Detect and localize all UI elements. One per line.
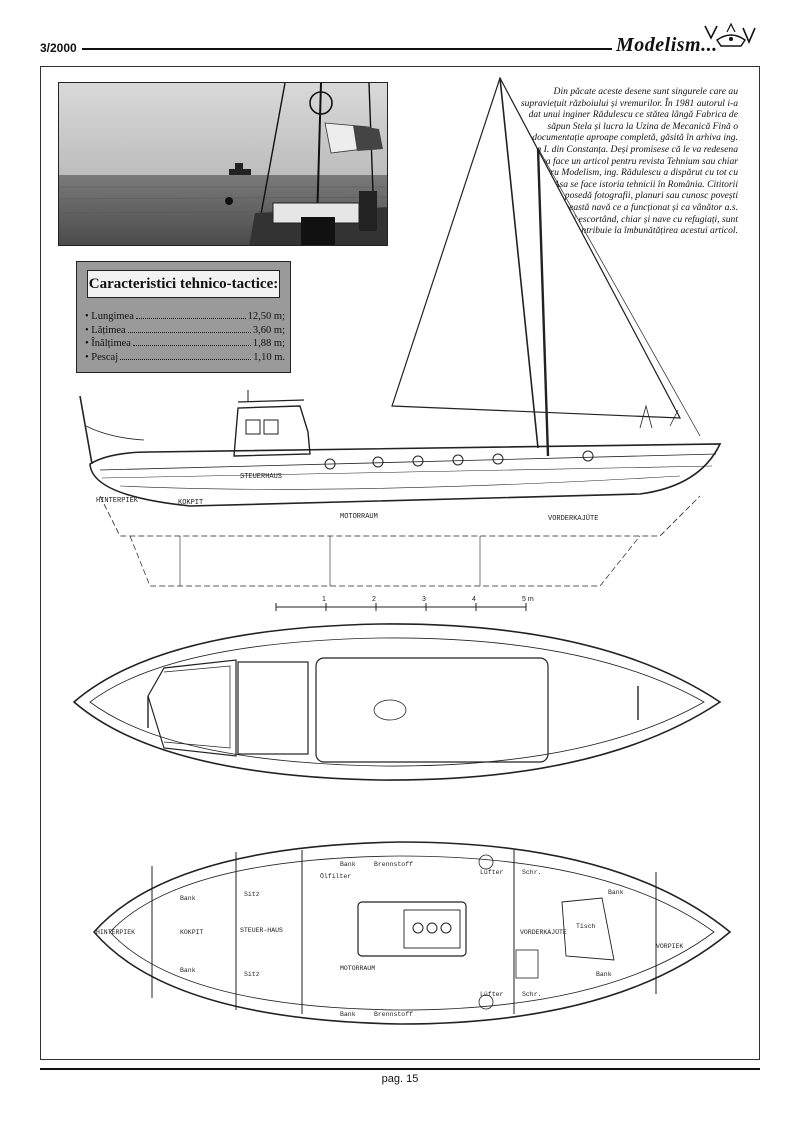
plan-label-schr: Schr. [522,869,542,876]
plan-label-bank: Bank [180,895,196,902]
hull-side-profile [89,443,722,507]
spec-label: • Pescaj [85,351,119,363]
spec-label: • Lungimea [85,311,134,322]
deckhouse [233,405,311,457]
plan-label-lufter: Lüfter [480,991,504,998]
page-number: pag. 15 [381,1073,419,1085]
plan-label-brennstoff: Brennstoff [374,861,413,868]
history-note: Din păcate aceste desene sunt singurele … [520,86,738,237]
spec-dots [132,344,251,346]
plan-label-kokpit: KOKPIT [180,929,204,936]
plan-label-bank: Bank [180,967,196,974]
plan-label-sitz: Sitz [244,891,260,898]
scale-bar [275,603,527,611]
plan-label-steuerhaus: STEUER-HAUS [240,927,283,934]
engine-block [357,901,467,957]
specifications-box: Caracteristici tehnico-tactice: • Lungim… [76,261,291,373]
plan-label-bank: Bank [596,971,612,978]
side-label-motorraum: MOTORRAUM [340,513,378,521]
spec-row-length: • Lungimea 12,50 m; [85,310,285,324]
plan-label-brennstoff: Brennstoff [374,1011,413,1018]
header-rule [82,48,612,50]
spec-label: • Înălțimea [85,338,131,349]
scale-label: 5 m [522,596,534,603]
spec-label: • Lățimea [85,324,126,336]
plan-label-sitz: Sitz [244,971,260,978]
specifications-title: Caracteristici tehnico-tactice: [87,270,280,298]
spec-row-height: • Înălțimea 1,88 m; [85,337,285,351]
issue-number: 3/2000 [40,41,77,55]
plan-label-vorderkajute: VORDERKAJÜTE [520,928,567,936]
plan-label-bank: Bank [340,1011,356,1018]
plan-label-vorpiek: VORPIEK [656,943,683,950]
portholes [324,450,594,470]
plan-label-bank: Bank [608,889,624,896]
side-label-kokpit: KOKPIT [178,499,203,507]
footer-rule [40,1068,760,1070]
side-label-vorderkajute: VORDERKAJÜTE [548,514,598,523]
scale-label: 1 [322,596,326,603]
side-label-steuerhaus: STEUERHAUS [240,473,282,481]
spec-value: 3,60 m; [252,324,285,336]
spec-dots [127,331,251,333]
interior-plan-hull [92,841,732,1025]
side-label-hinterpiek: HINTERPIEK [96,497,139,505]
boat-photo [58,82,388,246]
deck-plan-hull [72,623,722,781]
plan-label-schr: Schr. [522,991,542,998]
spec-row-draft: • Pescaj 1,10 m. [85,351,285,365]
spec-value: 1,88 m; [252,338,285,349]
spec-dots [135,317,246,319]
magazine-logo-icon [704,22,756,47]
deck-hatch [147,659,237,757]
magazine-title: Modelism... [616,34,718,56]
scale-label: 4 [472,596,476,603]
scale-label: 2 [372,596,376,603]
page-frame [40,66,760,1060]
spec-value: 1,10 m. [253,351,285,363]
deckhouse-roof [315,657,549,763]
scale-label: 3 [422,596,426,603]
specifications-list: • Lungimea 12,50 m; • Lățimea 3,60 m; • … [85,310,285,364]
sail [391,76,682,419]
plan-label-olfilter: Ölfilter [320,872,351,880]
plan-label-bank: Bank [340,861,356,868]
plan-label-motorraum: MOTORRAUM [340,965,375,972]
spec-row-width: • Lățimea 3,60 m; [85,324,285,338]
spec-dots [120,358,252,360]
boat-technical-drawing: HINTERPIEK KOKPIT STEUERHAUS MOTORRAUM V… [72,76,732,1025]
plan-label-hinterpiek: HINTERPIEK [96,929,135,936]
spec-value: 12,50 m; [247,311,285,322]
plan-label-lufter: Lüfter [480,869,504,876]
plan-label-tisch: Tisch [576,923,596,930]
